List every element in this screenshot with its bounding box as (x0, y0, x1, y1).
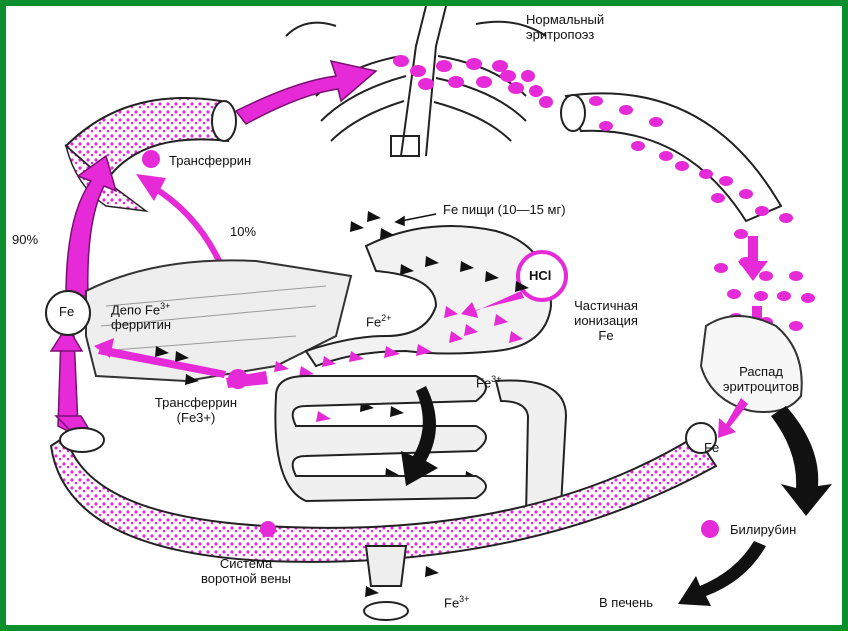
label-fe3-bottom-sup: 3+ (459, 594, 469, 604)
label-fe3-mid-sup: 3+ (491, 374, 501, 384)
label-fe2-sup: 2+ (381, 313, 391, 323)
label-fe-left: Fe (59, 304, 74, 319)
label-transferrin-bottom: Трансферрин (Fe3+) (136, 395, 256, 425)
label-depot-sup: 3+ (160, 301, 170, 311)
rectum-illustration (364, 546, 408, 620)
label-transferrin-bottom-line1: Трансферрин (136, 395, 256, 410)
label-depot-line1: Депо Fe (111, 302, 160, 317)
label-portal-system: Система воротной вены (181, 556, 311, 586)
transferrin-fe3-dot (228, 369, 248, 389)
label-normal-line2: эритропоэз (526, 27, 604, 42)
label-food-fe: Fe пищи (10—15 мг) (443, 202, 566, 217)
food-fe-arrow (396, 214, 436, 225)
label-hcl: HCl (529, 268, 551, 283)
label-to-liver: В печень (599, 595, 653, 610)
label-portal-line2: воротной вены (181, 571, 311, 586)
label-normal-erythropoiesis: Нормальный эритропоэз (526, 12, 604, 42)
label-portal-line1: Система (181, 556, 311, 571)
label-fe3-mid: Fe3+ (476, 372, 501, 390)
label-fe3-mid-base: Fe (476, 375, 491, 390)
erythrocyte-dots-top (393, 55, 553, 108)
label-transferrin-bottom-line2: (Fe3+) (136, 410, 256, 425)
label-decay-line1: Распад (696, 364, 826, 379)
label-bilirubin: Билирубин (730, 522, 796, 537)
label-depot: Депо Fe3+ ферритин (111, 299, 171, 332)
label-fe2-base: Fe (366, 314, 381, 329)
label-fe3-bottom: Fe3+ (444, 592, 469, 610)
portal-dot (260, 521, 276, 537)
label-transferrin-top: Трансферрин (169, 153, 251, 168)
label-ionization-line2: ионизация (551, 313, 661, 328)
bilirubin-arrow (771, 406, 832, 516)
label-ionization-line1: Частичная (551, 298, 661, 313)
label-decay: Распад эритроцитов (696, 364, 826, 394)
label-fe-right: Fe (704, 440, 719, 455)
arrow-90-percent (66, 156, 116, 296)
label-10-percent: 10% (230, 224, 256, 239)
transferrin-dot (142, 150, 160, 168)
label-normal-line1: Нормальный (526, 12, 604, 27)
label-fe2: Fe2+ (366, 311, 391, 329)
arrow-to-marrow (236, 61, 376, 124)
bilirubin-dot (701, 520, 719, 538)
label-90-percent: 90% (12, 232, 38, 247)
label-ionization-line3: Fe (551, 328, 661, 343)
to-liver-arrow (678, 541, 766, 606)
label-partial-ionization: Частичная ионизация Fe (551, 298, 661, 343)
label-fe3-bottom-base: Fe (444, 595, 459, 610)
label-decay-line2: эритроцитов (696, 379, 826, 394)
label-depot-line2: ферритин (111, 317, 171, 332)
